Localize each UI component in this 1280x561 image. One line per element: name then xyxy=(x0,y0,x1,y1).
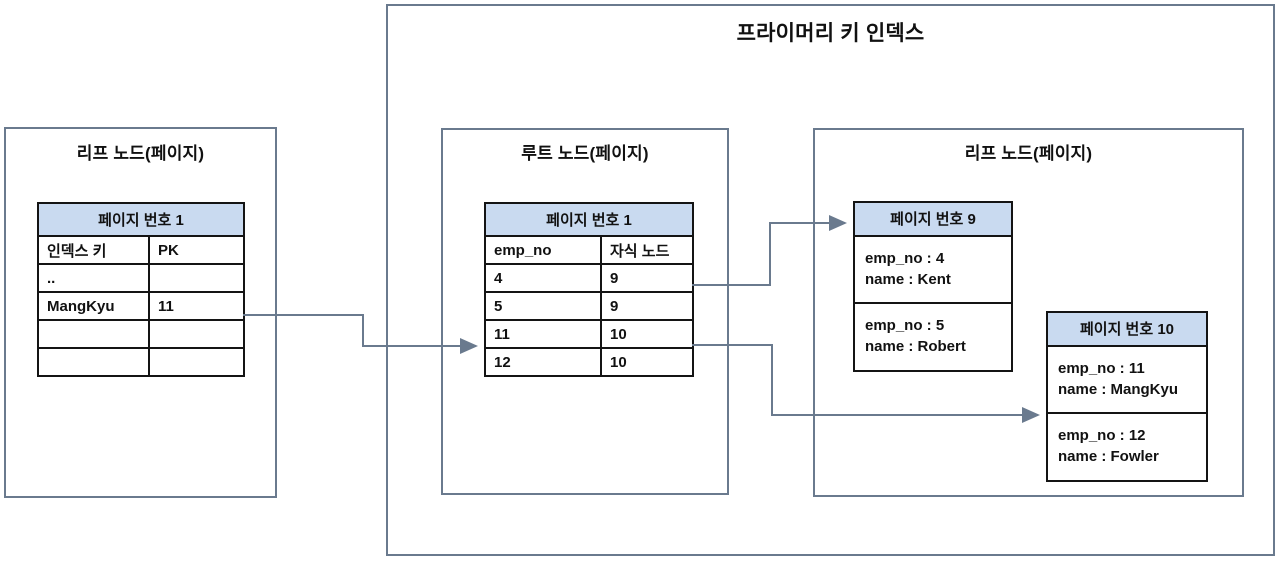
record-line: name : Fowler xyxy=(1058,448,1159,466)
root-node-box xyxy=(441,128,729,495)
cell: 11 xyxy=(148,291,245,321)
leaf-node-box-right xyxy=(813,128,1244,497)
record-cell: emp_no : 12 name : Fowler xyxy=(1048,414,1206,480)
table-row: 5 9 xyxy=(484,291,694,321)
record-line: name : Robert xyxy=(865,338,966,356)
page-header: 페이지 번호 10 xyxy=(1048,313,1206,347)
table-row: 11 10 xyxy=(484,319,694,349)
cell xyxy=(37,319,150,349)
record-line: emp_no : 12 xyxy=(1058,427,1146,444)
cell: .. xyxy=(37,263,150,293)
page10-table: 페이지 번호 10 emp_no : 11 name : MangKyu emp… xyxy=(1046,311,1208,482)
cell: 4 xyxy=(484,263,602,293)
cell: 12 xyxy=(484,347,602,377)
primary-index-box xyxy=(386,4,1275,556)
record-cell: emp_no : 5 name : Robert xyxy=(855,304,1011,370)
cell: 5 xyxy=(484,291,602,321)
record-line: emp_no : 11 xyxy=(1058,360,1145,377)
root-page-table: 페이지 번호 1 emp_no 자식 노드 4 9 5 9 11 10 12 1… xyxy=(484,202,694,377)
leaf-page-table: 페이지 번호 1 인덱스 키 PK .. MangKyu 11 xyxy=(37,202,245,377)
cell xyxy=(148,319,245,349)
table-row xyxy=(37,319,245,349)
cell: 11 xyxy=(484,319,602,349)
record-line: name : MangKyu xyxy=(1058,381,1179,399)
col-header-child-node: 자식 노드 xyxy=(600,235,694,265)
page9-table: 페이지 번호 9 emp_no : 4 name : Kent emp_no :… xyxy=(853,201,1013,372)
leaf-node-left-title: 리프 노드(페이지) xyxy=(76,144,205,163)
cell xyxy=(148,263,245,293)
cell: 10 xyxy=(600,347,694,377)
cell: 10 xyxy=(600,319,694,349)
record-line: emp_no : 5 xyxy=(865,317,945,334)
table-row: 12 10 xyxy=(484,347,694,377)
leaf-node-right-title: 리프 노드(페이지) xyxy=(964,144,1093,163)
cell xyxy=(148,347,245,377)
primary-index-title: 프라이머리 키 인덱스 xyxy=(736,22,925,45)
record-cell: emp_no : 11 name : MangKyu xyxy=(1048,347,1206,414)
table-row: .. xyxy=(37,263,245,293)
root-node-title: 루트 노드(페이지) xyxy=(521,144,649,163)
col-header-emp-no: emp_no xyxy=(484,235,602,265)
cell: 9 xyxy=(600,291,694,321)
leaf-node-box-left xyxy=(4,127,277,498)
record-line: name : Kent xyxy=(865,271,951,289)
col-header-pk: PK xyxy=(148,235,245,265)
table-row: 인덱스 키 PK xyxy=(37,235,245,265)
page-header: 페이지 번호 9 xyxy=(855,203,1011,237)
record-cell: emp_no : 4 name : Kent xyxy=(855,237,1011,304)
cell: MangKyu xyxy=(37,291,150,321)
table-row: MangKyu 11 xyxy=(37,291,245,321)
cell xyxy=(37,347,150,377)
table-row: emp_no 자식 노드 xyxy=(484,235,694,265)
record-line: emp_no : 4 xyxy=(865,250,945,267)
cell: 9 xyxy=(600,263,694,293)
col-header-index-key: 인덱스 키 xyxy=(37,235,150,265)
table-row xyxy=(37,347,245,377)
page-header: 페이지 번호 1 xyxy=(37,202,245,237)
table-row: 4 9 xyxy=(484,263,694,293)
page-header: 페이지 번호 1 xyxy=(484,202,694,237)
